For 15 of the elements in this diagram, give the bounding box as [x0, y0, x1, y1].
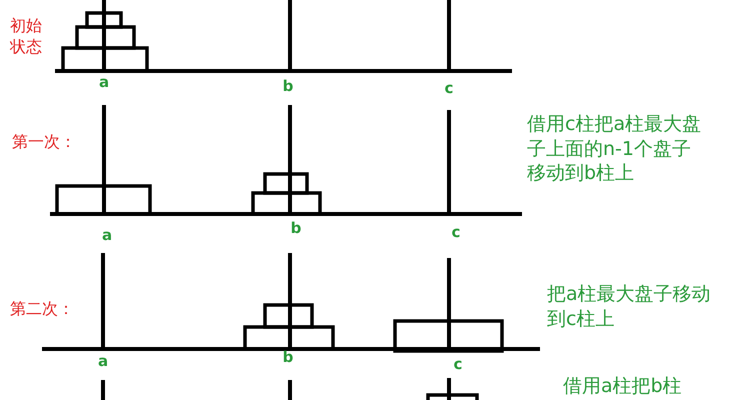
step-label: 第二次： — [10, 299, 74, 320]
peg-label: a — [98, 73, 110, 92]
state-label: 初始状态 — [10, 16, 43, 58]
step-description: 把a柱最大盘子移动到c柱上 — [547, 282, 712, 332]
peg-label: a — [98, 352, 108, 372]
peg-label: b — [282, 348, 294, 368]
peg-label: c — [444, 79, 454, 98]
peg-label: a — [102, 226, 112, 246]
peg-label: b — [290, 219, 302, 238]
peg-label: c — [452, 223, 460, 242]
peg-label: b — [282, 77, 294, 96]
step-description: 借用a柱把b柱 — [563, 374, 683, 399]
step-label: 第一次： — [12, 132, 76, 153]
peg-label: c — [454, 355, 462, 374]
step-description: 借用c柱把a柱最大盘子上面的n-1个盘子移动到b柱上 — [527, 112, 702, 186]
